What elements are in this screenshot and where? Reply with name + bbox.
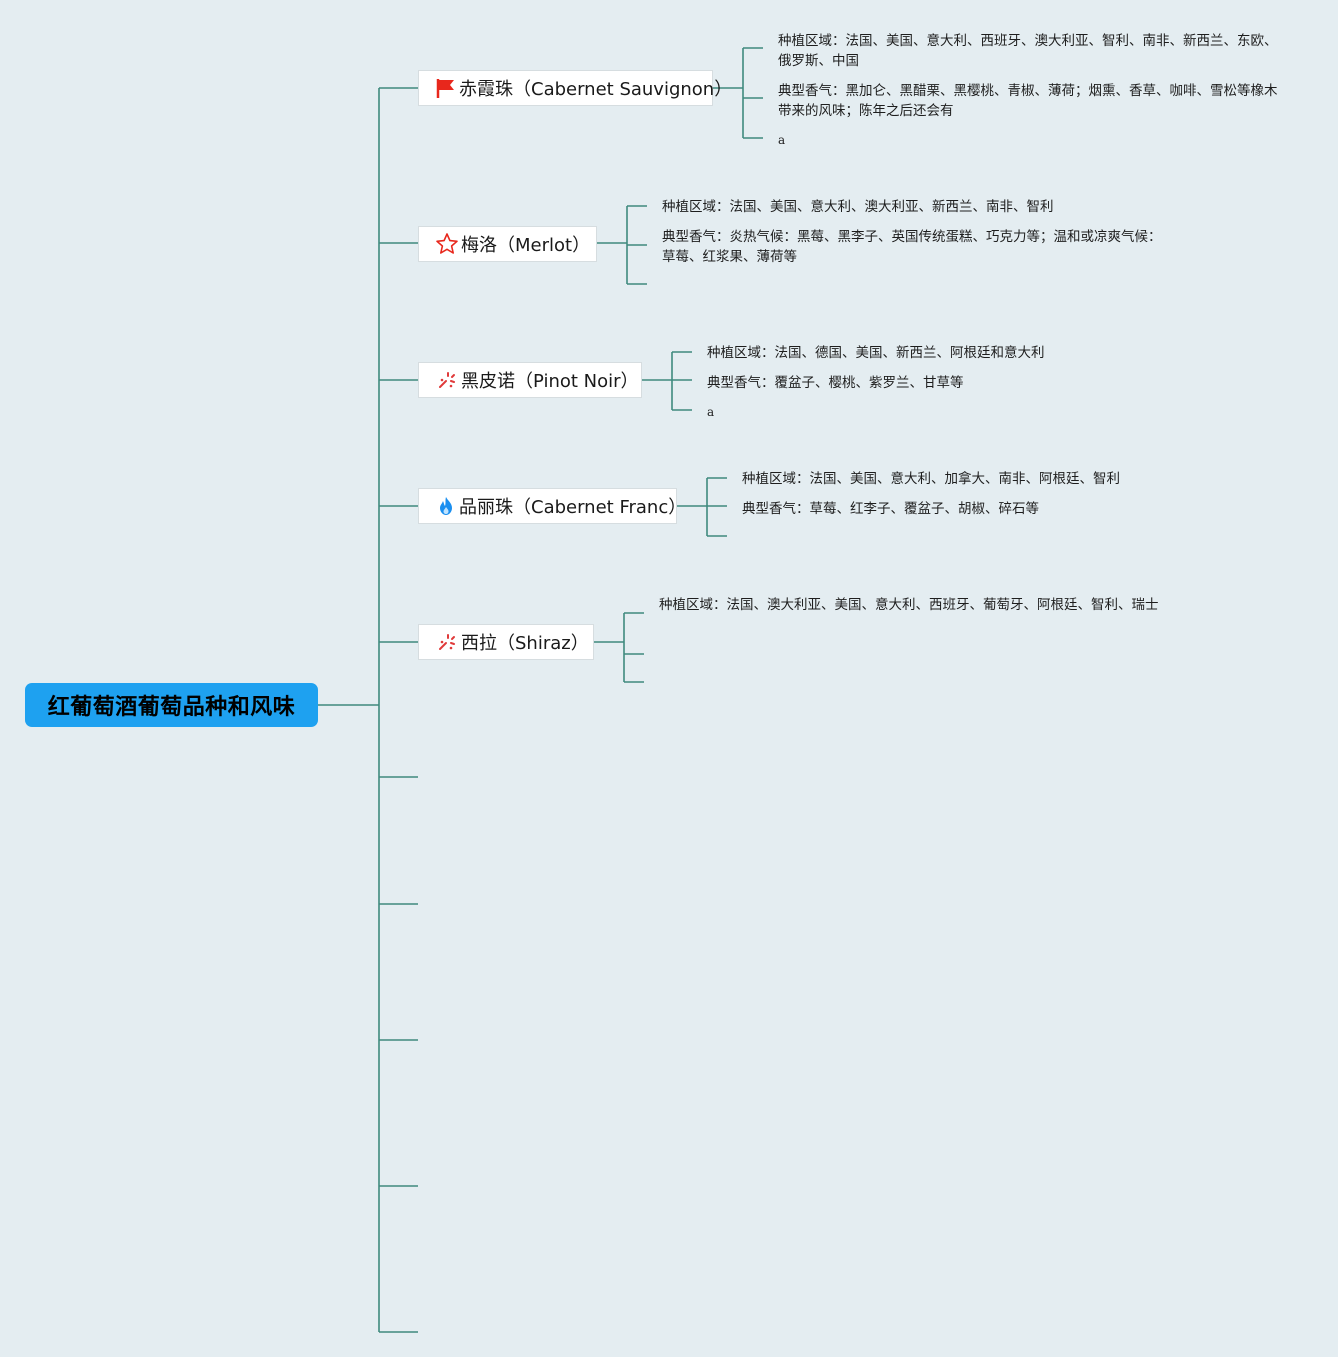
- topic-merlot[interactable]: 梅洛（Merlot）: [418, 226, 597, 262]
- topic-label: 梅洛（Merlot）: [461, 235, 591, 256]
- topic-label: 赤霞珠（Cabernet Sauvignon）: [459, 79, 733, 100]
- star-outline-icon: [435, 232, 459, 256]
- sparkle-icon: [435, 630, 459, 654]
- subtopic-extra[interactable]: a: [778, 133, 786, 147]
- subtopic-aroma[interactable]: 典型香气：覆盆子、樱桃、紫罗兰、甘草等: [707, 375, 964, 391]
- topic-label: 西拉（Shiraz）: [461, 633, 589, 654]
- subtopic-extra[interactable]: a: [707, 405, 715, 419]
- flame-icon: [435, 494, 457, 518]
- subtopic-region[interactable]: 种植区域：法国、美国、意大利、西班牙、澳大利亚、智利、南非、新西兰、东欧、俄罗斯…: [778, 33, 1278, 69]
- subtopic-aroma[interactable]: 典型香气：黑加仑、黑醋栗、黑樱桃、青椒、薄荷；烟熏、香草、咖啡、雪松等橡木带来的…: [778, 83, 1278, 119]
- subtopic-region[interactable]: 种植区域：法国、美国、意大利、澳大利亚、新西兰、南非、智利: [662, 199, 1054, 215]
- subtopic-region[interactable]: 种植区域：法国、德国、美国、新西兰、阿根廷和意大利: [707, 345, 1045, 361]
- topic-label: 品丽珠（Cabernet Franc）: [459, 497, 687, 518]
- root-topic[interactable]: 红葡萄酒葡萄品种和风味: [25, 683, 318, 727]
- topic-shiraz[interactable]: 西拉（Shiraz）: [418, 624, 594, 660]
- subtopic-region[interactable]: 种植区域：法国、澳大利亚、美国、意大利、西班牙、葡萄牙、阿根廷、智利、瑞士: [659, 597, 1159, 613]
- subtopic-aroma[interactable]: 典型香气：炎热气候：黑莓、黑李子、英国传统蛋糕、巧克力等；温和或凉爽气候：草莓、…: [662, 229, 1162, 265]
- subtopic-region[interactable]: 种植区域：法国、美国、意大利、加拿大、南非、阿根廷、智利: [742, 471, 1120, 487]
- topic-cabernet-sauvignon[interactable]: 赤霞珠（Cabernet Sauvignon）: [418, 70, 732, 106]
- topic-label: 黑皮诺（Pinot Noir）: [461, 371, 639, 392]
- topic-cabernet-franc[interactable]: 品丽珠（Cabernet Franc）: [418, 488, 686, 524]
- sparkle-icon: [435, 368, 459, 392]
- flag-icon: [435, 76, 457, 100]
- topic-pinot-noir[interactable]: 黑皮诺（Pinot Noir）: [418, 362, 642, 398]
- subtopic-aroma[interactable]: 典型香气：草莓、红李子、覆盆子、胡椒、碎石等: [742, 501, 1039, 517]
